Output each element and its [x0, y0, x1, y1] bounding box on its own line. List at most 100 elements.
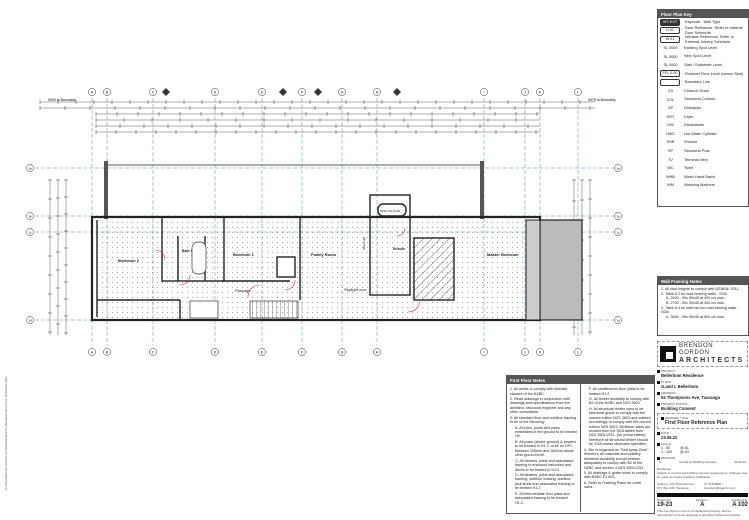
grid-bubble: [521, 348, 529, 356]
drawing-title-value: First Floor Reference Plan: [665, 420, 728, 426]
wall-framing-title: Wall Framing Notes: [658, 277, 748, 286]
building-outline: [90, 215, 542, 322]
drawing-title-label: DRAWING TITLE: [661, 416, 744, 420]
key-label: Shower: [684, 139, 698, 145]
grid-bubble: [26, 212, 34, 220]
key-code: SP: [667, 149, 674, 154]
notes-column-right: F. All cantilevered floor joists to be t…: [580, 384, 654, 513]
key-title: Floor Plan Key: [658, 10, 748, 19]
disclaimer-text: Subject to council and building consent …: [657, 470, 748, 479]
grid-bubble-label: 1c: [616, 230, 620, 234]
floor-note: D. All bearers, joists and associated fr…: [515, 472, 575, 491]
skylight-label: Skylight over: [344, 287, 368, 292]
scale-row-1: 1 : 50@ A1: [657, 446, 748, 450]
status-value: Building Consent: [661, 406, 696, 411]
revision-row-desc: Issued for Building Consent: [679, 460, 717, 464]
key-code: SL 0000: [663, 54, 678, 59]
grid-bubble-label: E: [261, 90, 264, 94]
grid-bubble-label: D: [214, 90, 217, 94]
grid-bubble: [258, 88, 266, 96]
room-family: Family Room: [311, 252, 337, 257]
room-labels: Bedroom 2 Bath 1 Bedroom 1 Family Room E…: [118, 209, 519, 293]
key-item: Boundary Line: [658, 78, 748, 87]
project-no-label: Project No.: [657, 498, 672, 503]
grid-bubble-label: G: [341, 350, 344, 354]
grid-bubble: [574, 348, 582, 356]
floor-note: H. All structural timber used to be stru…: [589, 406, 651, 447]
grid-bubble-label: B: [106, 90, 109, 94]
revision-row-date: 23.06.22: [734, 460, 746, 464]
grid-bubble-label: A: [91, 90, 94, 94]
key-label: Keycode - Wall Type: [685, 19, 721, 25]
project-label: PROJECT: [657, 369, 748, 373]
key-code: FFL 0.00: [660, 70, 680, 78]
key-label: Dishwasher: [684, 122, 705, 128]
key-code: TV: [668, 157, 673, 162]
grid-bubble-label: J: [524, 90, 526, 94]
contact-address: Studio 4, 124 Third Avenue / P.O. Box 14…: [657, 482, 695, 491]
key-label: Slab / Substrate Level: [684, 62, 723, 68]
floor-note: B. All posts (above ground) & bearers to…: [515, 439, 577, 458]
grid-bubble: [480, 88, 488, 96]
key-code: [660, 79, 680, 87]
key-label: Wash Hand Basin: [684, 173, 715, 179]
grid-bubble-label: C: [152, 90, 155, 94]
key-label: Dryer: [684, 113, 694, 119]
key-label: Downpipe: [684, 105, 702, 111]
grid-bubble-label: 1a: [28, 166, 32, 170]
firm-name-line2: ARCHITECTS: [679, 357, 745, 364]
grid-bubble-label: I: [484, 350, 485, 354]
floor-note: 3. All standard floor and subfloor frami…: [510, 415, 577, 425]
logo-mark-icon: [660, 346, 676, 362]
scale-2: 1 : 100: [661, 450, 672, 454]
key-code: D.01: [660, 27, 680, 35]
wardrobe-label: Wardrobe: [362, 237, 366, 250]
wall-framing-note: B. 2700 - 90x 90x45 at 400 c/s max.: [666, 300, 726, 305]
floor-note: 1. All works to comply with relevant cla…: [510, 387, 568, 396]
room-ensuite: Ensuite: [393, 247, 405, 251]
grid-bubble-label: 1a: [616, 166, 620, 170]
key-code: SHR: [666, 140, 675, 145]
grid-bubble-label: I: [484, 90, 485, 94]
floor-note: 6. Refer to Framing Plans for Lintel siz…: [584, 480, 642, 490]
wall-framing-note: 3. Table 8.4 for internal non load beari…: [661, 305, 739, 315]
key-item: SP Structural Post: [658, 147, 748, 156]
key-label: Window Reference. Refer to External Join…: [685, 34, 734, 44]
grid-bubble: [536, 348, 544, 356]
grid-bubble: [521, 88, 529, 96]
grid-bubble-label: D: [214, 350, 217, 354]
drawing-no-label: Drawing No.: [731, 498, 748, 503]
floor-notes-title: First Floor Notes: [507, 376, 654, 385]
key-label: Terminal Vent: [684, 156, 708, 162]
floor-note: E. All intermediate floor joists and ass…: [515, 491, 570, 505]
parapet-wall-right: [480, 161, 484, 219]
key-code: CD: [667, 88, 674, 93]
key-code: WHB: [666, 174, 675, 179]
wall-framing-notes: Wall Framing Notes 1. All stud heights t…: [657, 276, 749, 336]
key-label: Structural Post: [684, 148, 710, 154]
stair-landing: [189, 300, 219, 319]
grid-bubble: [614, 212, 622, 220]
roof-outline: [105, 164, 483, 218]
grid-bubble: [614, 228, 622, 236]
grid-bubble: [373, 348, 381, 356]
key-code: DP: [667, 106, 674, 111]
grid-bubble-label: E: [261, 350, 264, 354]
grid-bubble-label: L: [577, 90, 579, 94]
grid-bubble: [88, 348, 96, 356]
grid-bubble-label: F: [301, 90, 304, 94]
address-value: 54 Thompsons Ave, Tauranga: [661, 395, 720, 400]
wall-framing-list: 1. All stud heights to comply with NZ360…: [658, 285, 748, 321]
room-master-bedroom: Master Bedroom: [487, 252, 519, 257]
grid-bubble: [26, 164, 34, 172]
grid-bubble: [26, 316, 34, 324]
revision-row-rev: A: [659, 460, 662, 464]
grid-bubble: [211, 88, 219, 96]
